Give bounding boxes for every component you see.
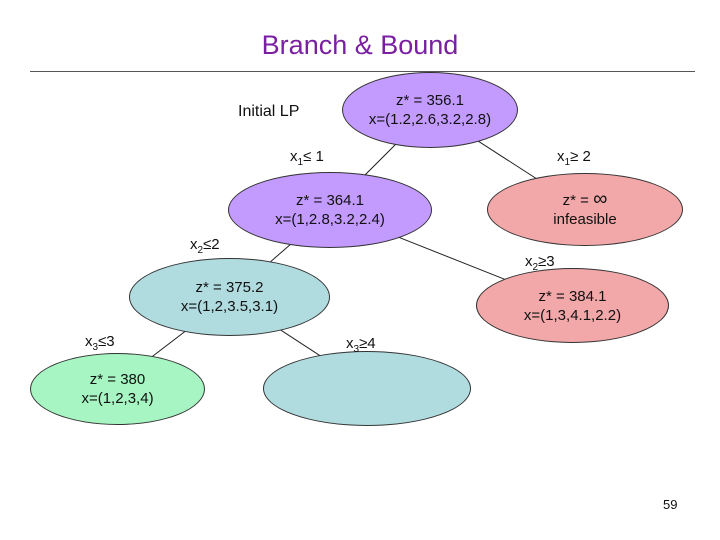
branch-x1-le: x1≤ 1 <box>290 148 324 168</box>
initial-lp-label: Initial LP <box>238 103 300 120</box>
node-left-right-z: z* = 384.1 <box>538 287 607 305</box>
branch-x3-ge: x3≥4 <box>346 335 376 355</box>
node-left-right-x: x=(1,3,4.1,2.2) <box>523 306 622 324</box>
node-lll-x: x=(1,2,3,4) <box>81 390 154 407</box>
title-rule <box>30 71 695 72</box>
node-llr <box>263 351 471 426</box>
node-root-x: x=(1.2,2.6,3.2,2.8) <box>368 111 492 128</box>
node-left-z: z* = 364.1 <box>296 192 364 209</box>
node-left: z* = 364.1 x=(1,2.8,3.2,2.4) <box>228 172 432 248</box>
node-left-x: x=(1,2.8,3.2,2.4) <box>275 211 385 228</box>
node-right-z: z* = ∞ <box>562 188 608 210</box>
node-left-right: z* = 384.1 x=(1,3,4.1,2.2) <box>476 268 669 343</box>
infinity-symbol: ∞ <box>593 188 608 210</box>
page-number: 59 <box>663 497 678 512</box>
node-root-z: z* = 356.1 <box>396 92 464 109</box>
node-right-status: infeasible <box>553 211 617 228</box>
slide-title: Branch & Bound <box>261 30 459 60</box>
node-right-infeasible: z* = ∞ infeasible <box>487 173 683 246</box>
node-lll: z* = 380 x=(1,2,3,4) <box>30 353 205 425</box>
branch-x3-le: x3≤3 <box>85 333 115 353</box>
node-left-left-x: x=(1,2,3.5,3.1) <box>180 298 279 315</box>
node-lll-z: z* = 380 <box>89 371 146 388</box>
branch-x1-ge: x1≥ 2 <box>557 148 591 168</box>
branch-x2-ge: x2≥3 <box>525 253 555 273</box>
node-left-left: z* = 375.2 x=(1,2,3.5,3.1) <box>129 258 330 336</box>
node-left-left-z: z* = 375.2 <box>195 279 264 296</box>
branch-x2-le: x2≤2 <box>190 236 220 256</box>
node-root: z* = 356.1 x=(1.2,2.6,3.2,2.8) <box>342 72 518 148</box>
